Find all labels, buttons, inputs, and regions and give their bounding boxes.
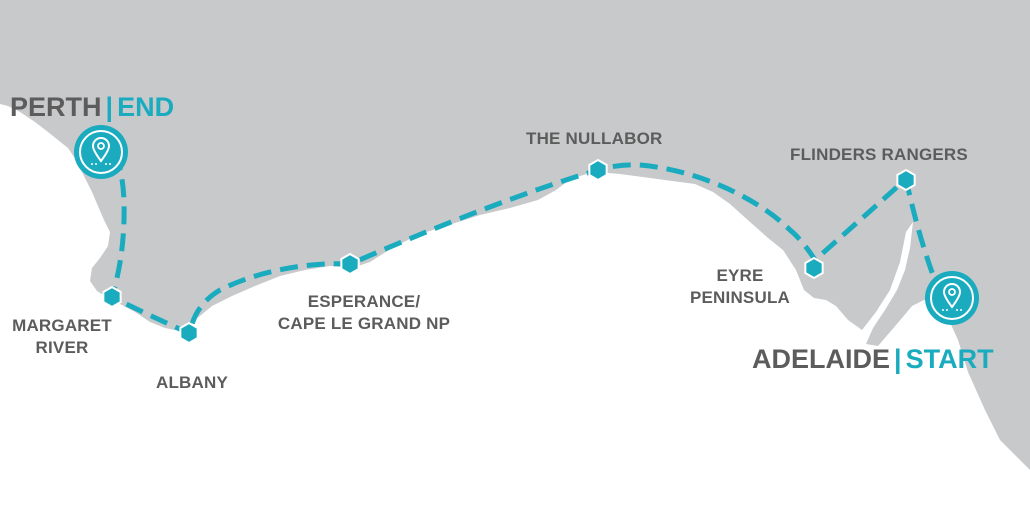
map-pin-icon — [925, 271, 979, 325]
stop-label-flinders: FLINDERS RANGERS — [790, 144, 968, 166]
endpoint-separator: | — [894, 344, 902, 374]
stop-marker-margaret-river — [102, 285, 122, 309]
endpoint-role: END — [117, 92, 175, 122]
stop-label-esperance: ESPERANCE/ CAPE LE GRAND NP — [262, 291, 466, 335]
australia-landmass — [0, 0, 1030, 470]
stop-label-line: RIVER — [35, 338, 89, 357]
adelaide-start-label: ADELAIDE|START — [752, 344, 994, 374]
endpoint-city: PERTH — [10, 92, 102, 122]
stop-label-line: MARGARET — [12, 316, 112, 335]
stop-label-line: ALBANY — [156, 373, 229, 392]
endpoint-city: ADELAIDE — [752, 344, 891, 374]
endpoint-separator: | — [105, 92, 114, 122]
stop-label-margaret-river: MARGARET RIVER — [6, 315, 118, 359]
stop-marker-flinders — [896, 168, 916, 192]
perth-end-label: PERTH|END — [10, 92, 174, 122]
stop-marker-esperance — [340, 252, 360, 276]
endpoint-role: START — [905, 344, 994, 374]
stop-marker-eyre — [804, 256, 824, 280]
stop-marker-albany — [179, 321, 199, 345]
stop-label-line: FLINDERS RANGERS — [790, 145, 968, 164]
stop-label-line: CAPE LE GRAND NP — [277, 314, 451, 333]
stop-label-line: ESPERANCE/ — [307, 292, 421, 311]
stop-label-nullabor: THE NULLABOR — [526, 128, 663, 150]
stop-label-line: PENINSULA — [689, 288, 791, 307]
stop-marker-nullabor — [588, 158, 608, 182]
stop-label-line: THE NULLABOR — [526, 129, 663, 148]
stop-label-line: EYRE — [716, 266, 764, 285]
stop-label-albany: ALBANY — [156, 372, 228, 394]
map-pin-icon — [74, 125, 128, 179]
stop-label-eyre: EYRE PENINSULA — [678, 265, 802, 309]
